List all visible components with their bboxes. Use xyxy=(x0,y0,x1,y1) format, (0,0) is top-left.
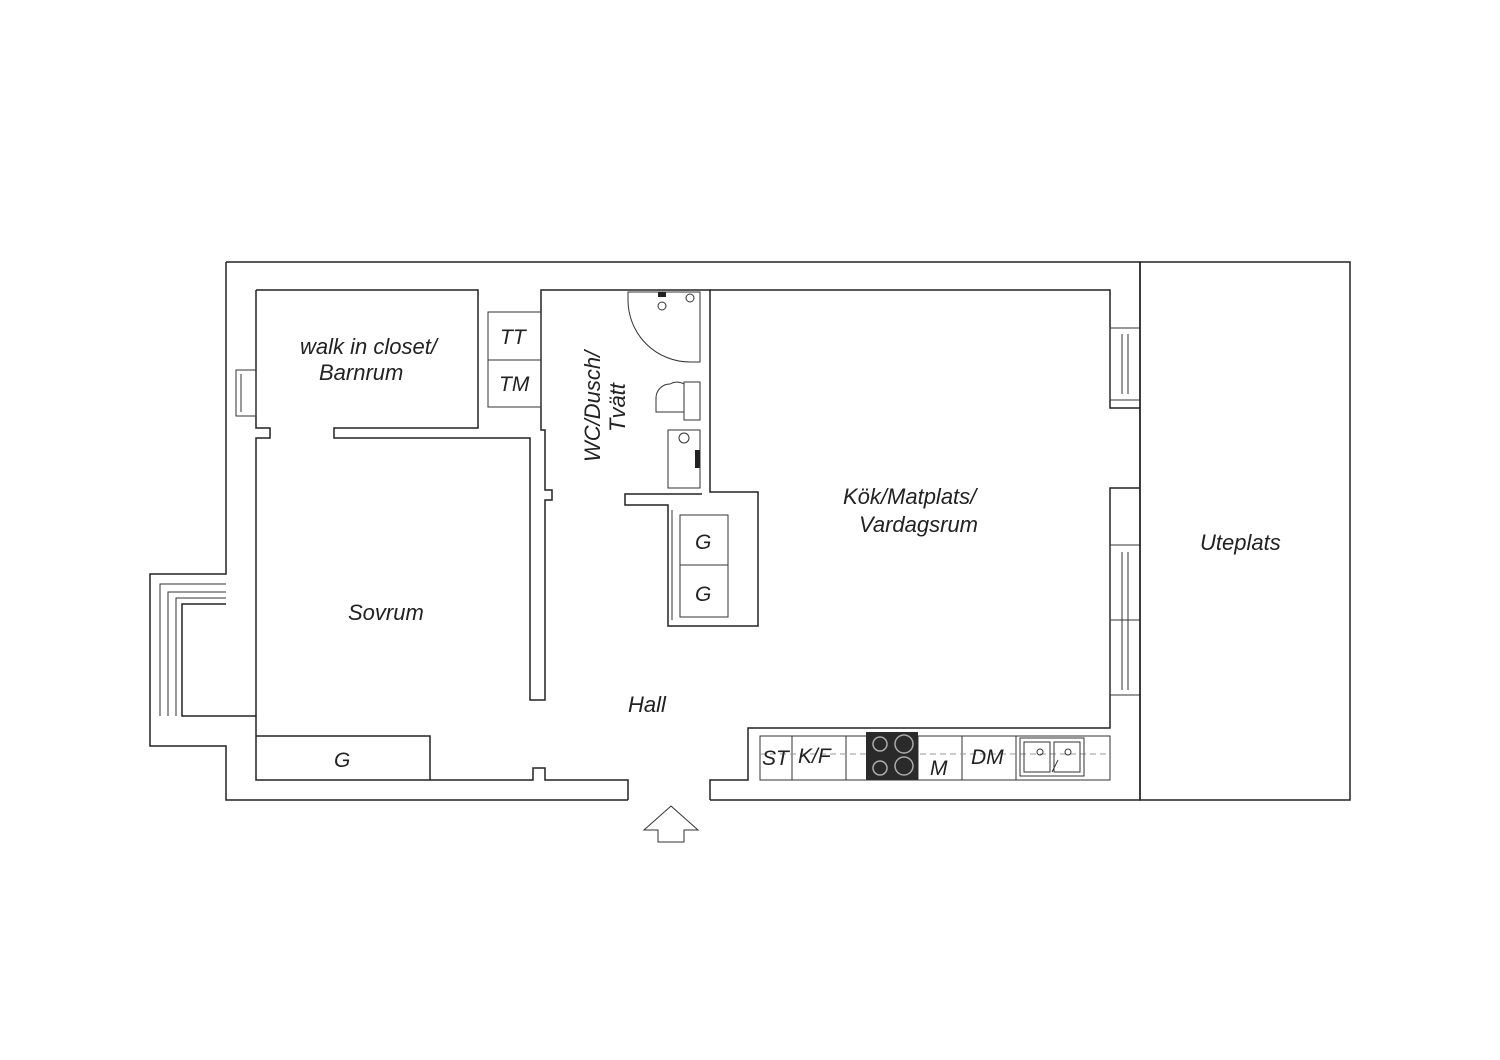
bedroom-wardrobe-label: G xyxy=(334,749,350,772)
hall-wardrobes xyxy=(671,510,729,620)
toilet-icon xyxy=(655,381,685,413)
tumble-dryer-label: TT xyxy=(500,326,528,349)
washing-machine-label: TM xyxy=(499,373,530,396)
entrance-arrow-icon xyxy=(642,805,700,843)
hall-wardrobe-label-1: G xyxy=(695,531,711,554)
wc-label-line1: WC/Dusch/ xyxy=(580,349,605,462)
dishwasher-label: DM xyxy=(971,746,1004,769)
bathroom-fixtures xyxy=(627,291,701,489)
microwave-label: M xyxy=(930,757,948,780)
laundry-units xyxy=(487,311,542,408)
kitchen-label-line2: Vardagsrum xyxy=(859,512,978,537)
fridge-freezer-label: K/F xyxy=(798,745,832,768)
walk-in-closet-label-line1: walk in closet/ xyxy=(300,334,439,359)
patio-label: Uteplats xyxy=(1200,530,1281,555)
windows xyxy=(159,327,1141,716)
hall-wardrobe-label-2: G xyxy=(695,583,711,606)
kitchen-sink-icon xyxy=(1019,737,1085,777)
patio-area xyxy=(1139,261,1351,801)
bedroom-label: Sovrum xyxy=(348,600,424,625)
shower-icon xyxy=(627,291,701,363)
storage-cabinet-label: ST xyxy=(762,747,791,770)
walk-in-closet-label-line2: Barnrum xyxy=(319,360,403,385)
kitchen-counter xyxy=(759,732,1111,781)
hall-label: Hall xyxy=(628,692,667,717)
kitchen-label-line1: Kök/Matplats/ xyxy=(843,484,978,509)
wc-label-line2: Tvätt xyxy=(605,382,630,432)
